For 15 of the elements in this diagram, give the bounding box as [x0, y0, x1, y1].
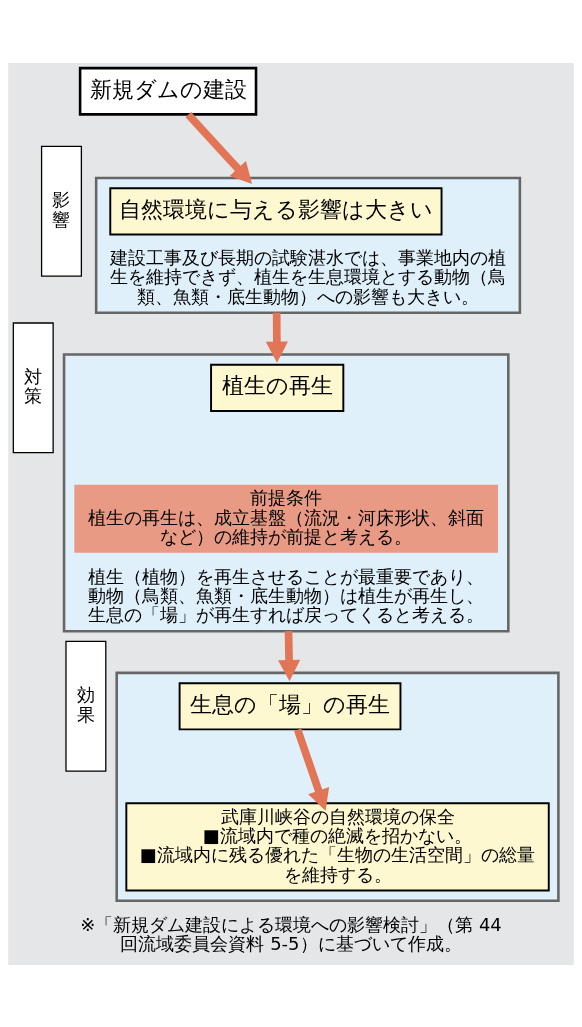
node-box: 前提条件 植生の再生は、成立基盤（流況・河床形状、斜面など）の維持が前提と考える。 [74, 484, 499, 553]
node-box: 効果 [65, 640, 107, 772]
arrow [278, 630, 301, 681]
arrow [294, 727, 330, 811]
node-box: 自然環境に与える影響は大きい [109, 186, 443, 235]
node-box: 影響 [40, 145, 83, 277]
arrow [185, 111, 253, 184]
node-box: 対策 [12, 321, 54, 453]
node-box: 植生の再生 [210, 363, 345, 412]
node-box: 新規ダムの建設 [78, 66, 258, 116]
caption: ※「新規ダム建設による環境への影響検討」（第 44 回流域委員会資料 5-5）に基づいて作成。 [80, 913, 502, 954]
node-box: 生息の「場」の再生 [178, 681, 402, 730]
cluster [115, 671, 560, 902]
node-box: 武庫川峡谷の自然環境の保全 ■流域内で種の絶滅を招かない。 ■流域内に残る優れた「生物の生活空間」の総量を維持する。 [125, 801, 550, 891]
arrow [265, 312, 288, 363]
